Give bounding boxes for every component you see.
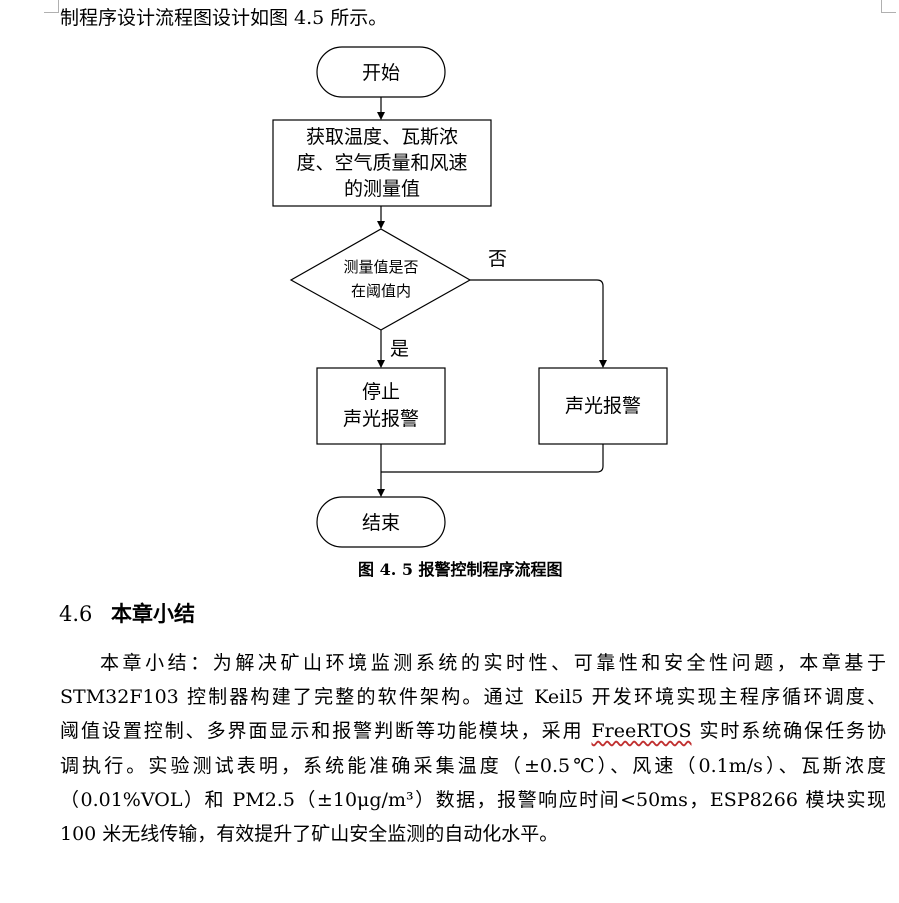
stop-alarm-box bbox=[316, 367, 446, 445]
section-heading: 4.6 本章小结 bbox=[59, 598, 195, 628]
paragraph-line: 调执行。实验测试表明，系统能准确采集温度（±0.5℃）、风速（0.1m/s）、瓦… bbox=[60, 755, 886, 777]
section-title: 本章小结 bbox=[111, 602, 195, 626]
yes-branch-label: 是 bbox=[390, 338, 409, 360]
stop-label-line2: 声光报警 bbox=[343, 408, 419, 430]
intro-text: 制程序设计流程图设计如图 4.5 所示。 bbox=[60, 7, 388, 29]
paragraph-line: 本章小结：为解决矿山环境监测系统的实时性、可靠性和安全性问题，本章基于 bbox=[100, 652, 886, 674]
arrow-no-branch bbox=[470, 279, 607, 368]
paragraph-line: 阈值设置控制、多界面显示和报警判断等功能模块，采用 FreeRTOS 实时系统确… bbox=[60, 719, 886, 743]
no-branch-label: 否 bbox=[488, 248, 507, 270]
acquire-label-line3: 的测量值 bbox=[344, 178, 420, 200]
paragraph-line: （0.01%VOL）和 PM2.5（±10μg/m³）数据，报警响应时间<50m… bbox=[60, 789, 886, 811]
start-label: 开始 bbox=[362, 62, 400, 84]
page-corner-mark-right bbox=[881, 0, 896, 13]
paragraph-text: 实时系统确保任务协 bbox=[691, 720, 887, 742]
section-number: 4.6 bbox=[59, 602, 93, 626]
threshold-decision-diamond bbox=[289, 228, 472, 331]
acquire-label-line2: 度、空气质量和风速 bbox=[296, 152, 467, 174]
paragraph-text: 阈值设置控制、多界面显示和报警判断等功能模块，采用 bbox=[60, 720, 592, 742]
figure-caption: 图 4. 5 报警控制程序流程图 bbox=[358, 560, 563, 579]
freertos-spellcheck-word: FreeRTOS bbox=[591, 720, 692, 742]
acquire-process-box bbox=[272, 119, 492, 207]
stop-label-line1: 停止 bbox=[362, 381, 400, 403]
acquire-label-line1: 获取温度、瓦斯浓 bbox=[306, 126, 458, 148]
page-corner-mark-left bbox=[44, 0, 59, 13]
alarm-label: 声光报警 bbox=[565, 395, 641, 417]
connector-alarm-to-end bbox=[381, 444, 604, 473]
flowchart: 开始 获取温度、瓦斯浓 度、空气质量和风速 的测量值 测量值是否 在阈值内 否 … bbox=[272, 46, 668, 548]
paragraph-line: 100 米无线传输，有效提升了矿山安全监测的自动化水平。 bbox=[60, 823, 559, 845]
end-terminator bbox=[316, 496, 446, 548]
decision-label-line2: 在阈值内 bbox=[351, 282, 411, 300]
end-label: 结束 bbox=[362, 512, 400, 534]
decision-label-line1: 测量值是否 bbox=[343, 258, 418, 276]
paragraph-line: STM32F103 控制器构建了完整的软件架构。通过 Keil5 开发环境实现主… bbox=[60, 686, 886, 708]
